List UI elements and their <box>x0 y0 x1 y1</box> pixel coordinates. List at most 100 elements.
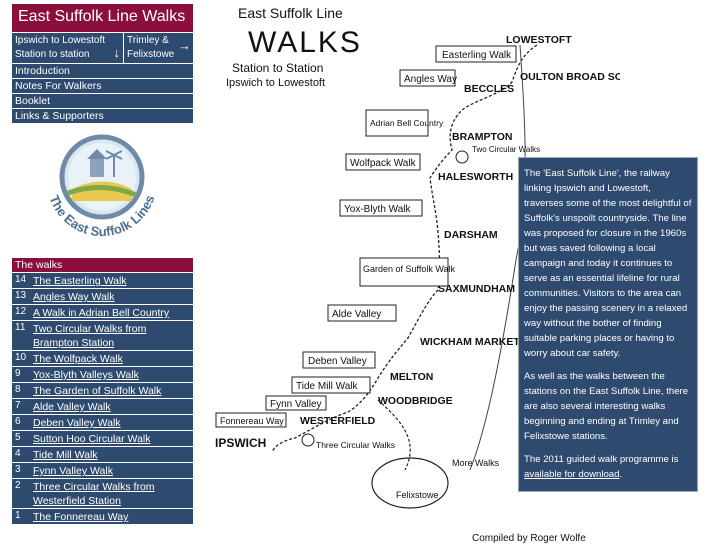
walk-item[interactable]: 3 Fynn Valley Walk <box>12 462 193 478</box>
walk-title-link[interactable]: The Garden of Suffolk Walk <box>33 385 162 397</box>
map-credit: Compiled by Roger Wolfe <box>472 533 586 544</box>
walk-number: 12 <box>15 306 27 317</box>
coastline <box>469 44 526 471</box>
site-title: East Suffolk Line Walks <box>12 4 193 32</box>
walk-label: Wolfpack Walk <box>350 158 417 169</box>
walk-title-link[interactable]: Deben Valley Walk <box>33 417 121 429</box>
walk-item[interactable]: 14 The Easterling Walk <box>12 272 193 288</box>
walk-title-link[interactable]: Angles Way Walk <box>33 291 115 303</box>
walk-number: 9 <box>15 368 21 379</box>
nav-booklet[interactable]: Booklet <box>12 93 193 108</box>
walk-title-link[interactable]: A Walk in Adrian Bell Country <box>33 307 170 319</box>
map-header-line1: East Suffolk Line <box>238 5 343 21</box>
felixstowe-branch <box>377 399 411 471</box>
walk-title-link[interactable]: Three Circular Walks from Westerfield St… <box>33 481 155 507</box>
station-label: IPSWICH <box>215 436 266 450</box>
map-header-line3: Station to Station <box>232 61 323 75</box>
route-map: East Suffolk Line WALKS Station to Stati… <box>215 5 620 544</box>
walk-title-link[interactable]: Yox-Blyth Valleys Walk <box>33 369 139 381</box>
walk-number: 14 <box>15 274 27 285</box>
info-paragraph-2: As well as the walks between the station… <box>524 371 689 442</box>
walk-title-link[interactable]: The Fonnereau Way <box>33 511 129 523</box>
walk-number: 4 <box>15 448 21 459</box>
walk-item[interactable]: 9 Yox-Blyth Valleys Walk <box>12 366 193 382</box>
walk-item[interactable]: 8 The Garden of Suffolk Walk <box>12 382 193 398</box>
walk-item[interactable]: 5 Sutton Hoo Circular Walk <box>12 430 193 446</box>
walk-number: 7 <box>15 400 21 411</box>
walk-number: 10 <box>15 352 27 363</box>
arrow-down-icon: ↓ <box>113 45 121 60</box>
walk-title-link[interactable]: The Easterling Walk <box>33 275 127 287</box>
walk-label: Deben Valley <box>308 356 367 367</box>
walk-title-link[interactable]: The Wolfpack Walk <box>33 353 123 365</box>
walk-label: Yox-Blyth Walk <box>344 204 412 215</box>
walk-number: 6 <box>15 416 21 427</box>
station-label: WOODBRIDGE <box>378 395 453 407</box>
direction-label: Felixstowe <box>127 49 175 60</box>
direction-label: Station to station <box>15 49 90 60</box>
walk-labels: Easterling Walk Angles Way Adrian Bell C… <box>215 45 540 468</box>
trimley-felixstowe-link[interactable]: Trimley & Felixstowe → <box>124 33 193 63</box>
info-paragraph-3: The 2011 guided walk programme is availa… <box>524 452 692 482</box>
station-label: Felixstowe <box>396 490 439 500</box>
walk-title-link[interactable]: Tide Mill Walk <box>33 449 98 461</box>
walk-title-link[interactable]: Alde Valley Walk <box>33 401 111 413</box>
walk-label: Tide Mill Walk <box>296 381 358 392</box>
station-label: LOWESTOFT <box>506 34 572 46</box>
map-header-line2: WALKS <box>248 26 362 59</box>
walk-label: Angles Way <box>404 74 457 85</box>
arrow-right-icon: → <box>178 38 191 53</box>
walk-item[interactable]: 2 Three Circular Walks from Westerfield S… <box>12 478 193 508</box>
walk-item[interactable]: 6 Deben Valley Walk <box>12 414 193 430</box>
east-suffolk-lines-logo: The East Suffolk Lines <box>47 134 157 239</box>
walk-title-link[interactable]: Fynn Valley Walk <box>33 465 113 477</box>
walk-number: 2 <box>15 480 21 491</box>
walk-title-link[interactable]: Two Circular Walks from Brampton Station <box>33 323 147 349</box>
nav-notes-for-walkers[interactable]: Notes For Walkers <box>12 78 193 93</box>
walk-number: 3 <box>15 464 21 475</box>
info-text: . <box>619 469 623 480</box>
station-label: BRAMPTON <box>452 131 512 143</box>
direction-label: Trimley & <box>127 35 169 46</box>
map-header-line4: Ipswich to Lowestoft <box>226 77 325 89</box>
station-labels: LOWESTOFT OULTON BROAD SOUTH BECCLES BRA… <box>215 34 620 500</box>
walk-label: Garden of Suffolk Walk <box>363 264 456 274</box>
station-label: HALESWORTH <box>438 171 513 183</box>
station-label: OULTON BROAD SOUTH <box>520 71 620 83</box>
railway-line <box>271 44 538 453</box>
station-label: WESTERFIELD <box>300 415 376 427</box>
station-label: WICKHAM MARKET <box>420 336 520 348</box>
walk-label: Fonnereau Way <box>220 416 284 426</box>
direction-links: Ipswich to Lowestoft Station to station … <box>12 32 193 63</box>
walk-label: Easterling Walk <box>442 50 512 61</box>
walk-label: Two Circular Walks <box>472 145 540 154</box>
sidebar: East Suffolk Line Walks Ipswich to Lowes… <box>12 4 193 524</box>
walk-number: 5 <box>15 432 21 443</box>
walk-label: Three Circular Walks <box>316 440 395 450</box>
station-label: BECCLES <box>464 83 514 95</box>
ipswich-lowestoft-link[interactable]: Ipswich to Lowestoft Station to station … <box>12 33 124 63</box>
walk-number: 13 <box>15 290 27 301</box>
felixstowe-circle <box>371 457 449 509</box>
info-paragraph-1: The 'East Suffolk Line', the railway lin… <box>524 168 692 359</box>
download-programme-link[interactable]: available for download <box>524 469 620 480</box>
walk-number: 8 <box>15 384 21 395</box>
walk-label: Adrian Bell Country <box>370 118 444 128</box>
walk-label: Fynn Valley <box>270 399 322 410</box>
station-label: MELTON <box>390 371 433 383</box>
walk-item[interactable]: 12 A Walk in Adrian Bell Country <box>12 304 193 320</box>
station-label: DARSHAM <box>444 229 498 241</box>
walk-number: 1 <box>15 510 21 521</box>
walk-item[interactable]: 13 Angles Way Walk <box>12 288 193 304</box>
walk-title-link[interactable]: Sutton Hoo Circular Walk <box>33 433 151 445</box>
station-label: SAXMUNDHAM <box>438 283 515 295</box>
walk-label: More Walks <box>452 458 500 468</box>
walk-item[interactable]: 7 Alde Valley Walk <box>12 398 193 414</box>
info-text: The 2011 guided walk programme is <box>524 454 679 465</box>
walk-item[interactable]: 10 The Wolfpack Walk <box>12 350 193 366</box>
walk-item[interactable]: 1 The Fonnereau Way <box>12 508 193 524</box>
walk-item[interactable]: 4 Tide Mill Walk <box>12 446 193 462</box>
nav-links-supporters[interactable]: Links & Supporters <box>12 108 193 123</box>
nav-introduction[interactable]: Introduction <box>12 63 193 78</box>
